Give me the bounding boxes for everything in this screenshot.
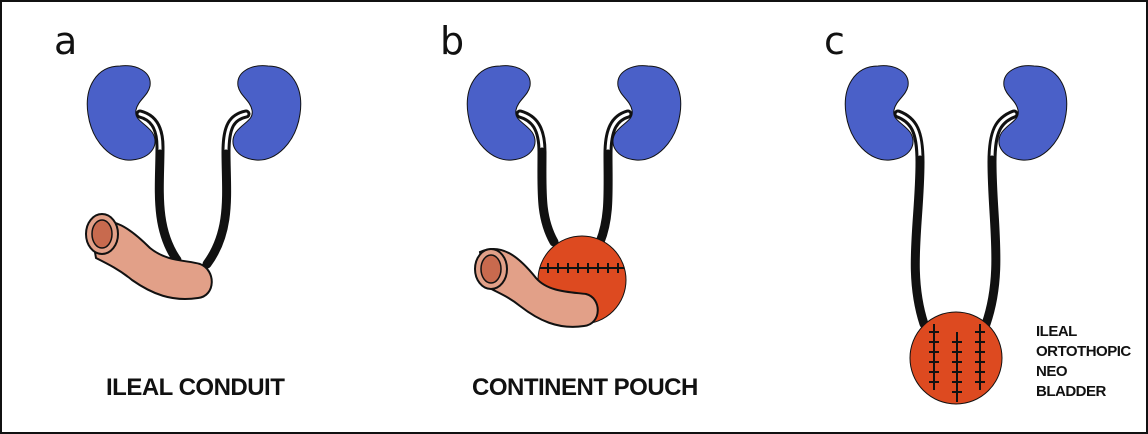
panel-a-drawing [86, 66, 301, 299]
panel-c-caption: ILEAL ORTOTHOPIC NEO BLADDER [1036, 322, 1131, 402]
panel-c-caption-line: ILEAL [1036, 322, 1131, 342]
panel-b-letter: b [440, 22, 464, 60]
panel-c-caption-line: ORTOTHOPIC [1036, 342, 1131, 362]
panel-c-letter: c [824, 22, 845, 60]
panel-c-drawing [845, 66, 1066, 404]
panel-a-caption: ILEAL CONDUIT [106, 374, 284, 402]
panel-a-letter: a [54, 22, 77, 60]
panel-c-caption-line: NEO [1036, 362, 1131, 382]
panel-b-caption: CONTINENT POUCH [472, 374, 698, 402]
panel-c-caption-line: BLADDER [1036, 382, 1131, 402]
panel-b-drawing [467, 66, 680, 327]
